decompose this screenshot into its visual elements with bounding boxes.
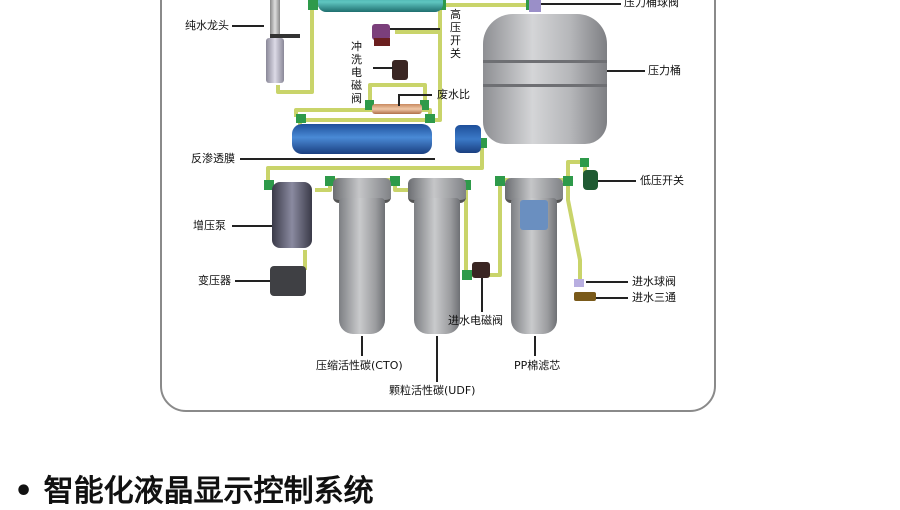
leader-line [235, 280, 270, 282]
label-inlet-tee: 进水三通 [632, 291, 676, 304]
faucet-handle [270, 34, 300, 38]
leader-line [390, 28, 440, 30]
label-booster-pump: 增压泵 [193, 219, 226, 232]
faucet-body [266, 38, 284, 83]
inlet-solenoid-valve [472, 262, 490, 278]
flush-solenoid-valve [392, 60, 408, 80]
label-low-pressure-switch: 低压开关 [640, 174, 684, 187]
label-inlet-solenoid-valve: 进水电磁阀 [448, 314, 503, 327]
label-udf-filter: 颗粒活性碳(UDF) [389, 384, 476, 397]
label-ro-membrane: 反渗透膜 [191, 152, 235, 165]
label-cto-filter: 压缩活性碳(CTO) [316, 359, 403, 372]
label-high-pressure-switch: 高压开关 [450, 8, 461, 60]
high-pressure-switch-base [374, 38, 390, 46]
transformer [270, 266, 306, 296]
pressure-tank [483, 14, 607, 144]
leader-line [373, 67, 393, 69]
diagram-frame [160, 0, 716, 412]
udf-filter-housing [414, 198, 460, 334]
label-transformer: 变压器 [198, 274, 231, 287]
pressure-tank-band [483, 84, 607, 87]
label-pp-filter: PP棉滤芯 [514, 359, 561, 372]
leader-line [596, 297, 628, 299]
high-pressure-switch [372, 24, 390, 40]
pressure-tank-seam [483, 60, 607, 63]
pure-water-faucet [270, 0, 280, 40]
leader-line [232, 25, 264, 27]
label-pure-water-faucet: 纯水龙头 [185, 19, 229, 32]
inlet-ball-valve [574, 279, 584, 287]
leader-line [240, 158, 435, 160]
waste-ratio-valve [372, 104, 422, 114]
leader-line [598, 180, 636, 182]
section-heading: • 智能化液晶显示控制系统 [14, 474, 374, 509]
label-inlet-ball-valve: 进水球阀 [632, 275, 676, 288]
leader-line [398, 94, 432, 96]
tank-ball-valve [529, 0, 541, 12]
leader-line [481, 278, 483, 312]
leader-line [361, 336, 363, 356]
leader-line [398, 94, 400, 106]
leader-line [232, 225, 272, 227]
label-flush-solenoid-valve: 冲洗电磁阀 [351, 40, 362, 105]
ro-membrane [292, 124, 432, 154]
booster-pump [272, 182, 312, 248]
low-pressure-switch [583, 170, 598, 190]
label-waste-water-ratio: 废水比 [437, 88, 470, 101]
label-pressure-tank: 压力桶 [648, 64, 681, 77]
inlet-tee [574, 292, 596, 301]
pp-filter-cartridge [520, 200, 548, 230]
label-tank-ball-valve: 压力桶球阀 [624, 0, 679, 9]
membrane-housing-top [318, 0, 443, 12]
leader-line [607, 70, 645, 72]
leader-line [586, 281, 628, 283]
ro-membrane-cap [455, 125, 481, 153]
leader-line [436, 336, 438, 382]
leader-line [541, 3, 621, 5]
leader-line [534, 336, 536, 356]
cto-filter-housing [339, 198, 385, 334]
